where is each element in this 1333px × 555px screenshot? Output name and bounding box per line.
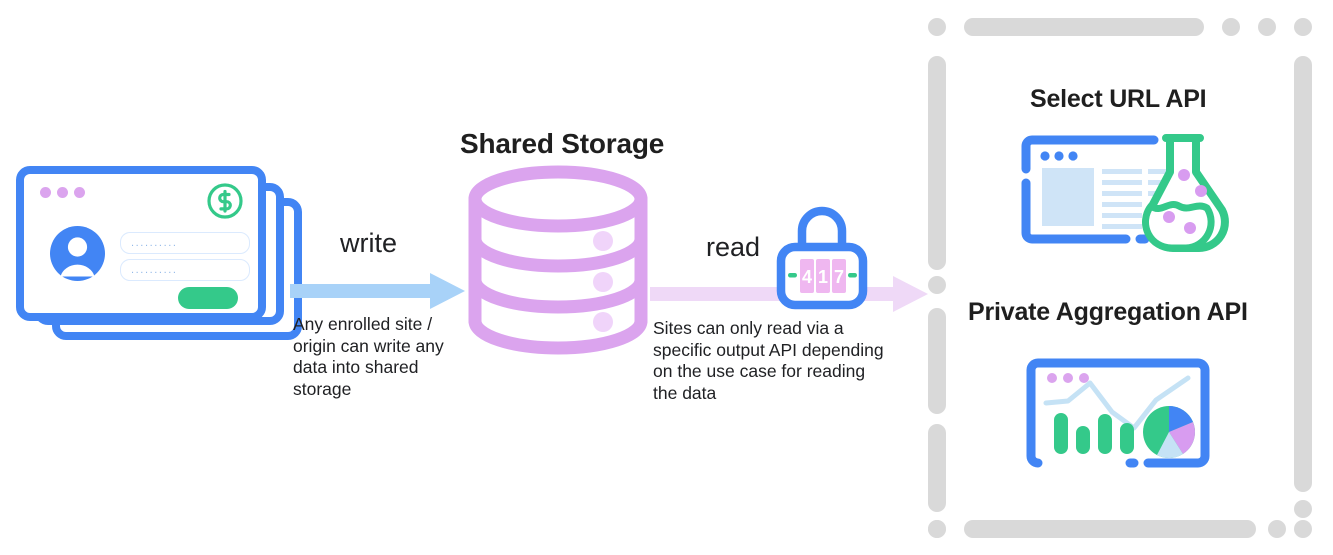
- output-api-card-private-aggregation[interactable]: Private Aggregation API: [968, 298, 1288, 488]
- svg-text:1: 1: [818, 267, 828, 287]
- frame-dash-top-dot-4: [1294, 18, 1312, 36]
- frame-dash-bottom-dot-2: [1268, 520, 1286, 538]
- user-avatar-icon: [50, 226, 105, 281]
- read-label: read: [706, 232, 761, 262]
- shared-storage-cylinder-icon: [468, 165, 648, 355]
- window-dot-3: [74, 187, 85, 198]
- frame-dash-left-bar-3: [928, 424, 946, 512]
- write-caption: Any enrolled site / origin can write any…: [293, 314, 444, 399]
- frame-dash-top-dot-3: [1258, 18, 1276, 36]
- dashboard-charts-icon: [1026, 356, 1221, 478]
- submit-button[interactable]: [178, 287, 238, 309]
- select-url-api-title: Select URL API: [1030, 85, 1207, 113]
- frame-dash-left-dot-1: [928, 276, 946, 294]
- password-field-2[interactable]: ..........: [120, 259, 250, 281]
- svg-text:4: 4: [802, 267, 812, 287]
- write-arrow-icon: [290, 273, 465, 309]
- dollar-circle-icon: [205, 181, 245, 221]
- frame-dash-top-bar: [964, 18, 1204, 36]
- read-flow: read Sites can only read via a specific …: [650, 222, 930, 407]
- password-field-1-value: ..........: [131, 236, 178, 249]
- frame-dash-top-dot-1: [928, 18, 946, 36]
- output-apis-frame: [920, 8, 1325, 548]
- write-flow: write Any enrolled site / origin can wri…: [290, 228, 470, 399]
- frame-dash-bottom-dot-3: [1294, 520, 1312, 538]
- frame-dash-bottom-dot-1: [928, 520, 946, 538]
- window-dot-1: [40, 187, 51, 198]
- combination-lock-icon: 4 1 7: [776, 203, 868, 310]
- frame-dash-top-dot-2: [1222, 18, 1240, 36]
- window-dot-2: [57, 187, 68, 198]
- svg-text:7: 7: [834, 267, 844, 287]
- browser-flask-icon: [1014, 132, 1229, 252]
- frame-dash-left-bar-2: [928, 308, 946, 414]
- frame-dash-bottom-bar: [964, 520, 1256, 538]
- site-window-stack[interactable]: .......... ..........: [12, 166, 302, 366]
- frame-dash-left-bar-1: [928, 56, 946, 270]
- frame-dash-right-bar-1: [1294, 56, 1312, 492]
- shared-storage-title: Shared Storage: [460, 128, 665, 159]
- read-caption: Sites can only read via a specific outpu…: [653, 318, 884, 403]
- output-api-card-select-url[interactable]: Select URL API: [1000, 85, 1250, 265]
- private-aggregation-api-title: Private Aggregation API: [968, 298, 1248, 326]
- frame-dash-right-dot-1: [1294, 500, 1312, 518]
- site-window-front[interactable]: .......... ..........: [16, 166, 266, 321]
- password-field-2-value: ..........: [131, 263, 178, 276]
- password-field-1[interactable]: ..........: [120, 232, 250, 254]
- write-label: write: [340, 228, 398, 258]
